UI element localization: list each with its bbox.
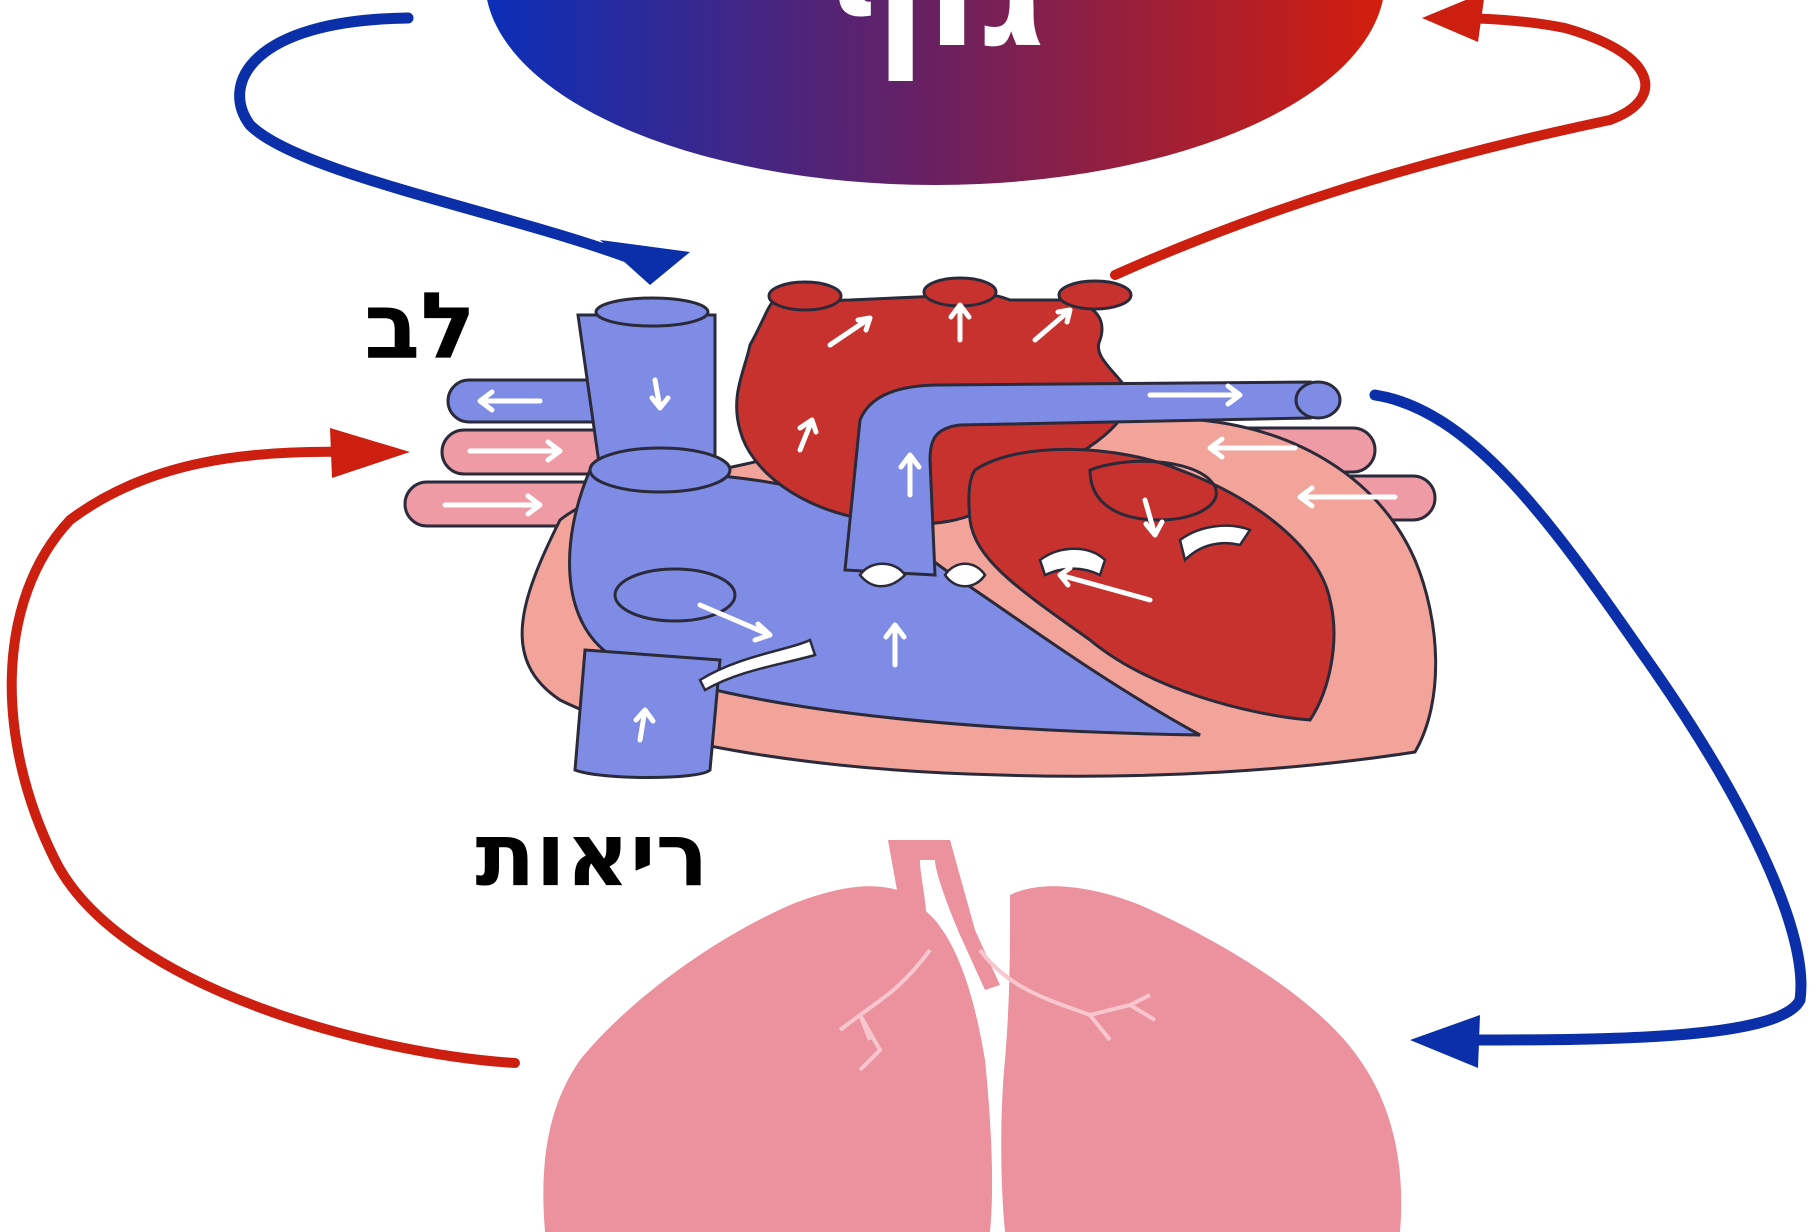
arrow-heart-to-lungs (1375, 395, 1801, 1040)
superior-vena-cava-top (596, 298, 708, 326)
heart-organ: לב (364, 273, 1436, 778)
arrowhead-body-to-heart (600, 240, 690, 285)
pulmonary-artery-right-end (1296, 382, 1340, 418)
vena-cava-junction (590, 448, 730, 492)
body-label: גוף (825, 0, 1045, 81)
heart-label: לב (364, 273, 476, 380)
arrowhead-heart-to-lungs (1410, 1015, 1480, 1068)
lungs-label: ריאות (475, 803, 708, 906)
superior-vena-cava (578, 315, 715, 470)
arrow-lungs-to-heart (12, 452, 515, 1063)
aorta-branch-2 (924, 278, 996, 306)
lungs-organ: ריאות (475, 803, 1401, 1232)
lung-left (543, 886, 992, 1232)
aortic-valve (945, 564, 985, 587)
arrowhead-heart-to-body (1422, 0, 1485, 42)
body-organ: גוף (485, 0, 1385, 185)
arrowhead-lungs-to-heart (330, 428, 410, 478)
aorta-branch-1 (769, 282, 841, 310)
lung-right (1001, 886, 1401, 1232)
aorta-branch-3 (1059, 281, 1131, 309)
